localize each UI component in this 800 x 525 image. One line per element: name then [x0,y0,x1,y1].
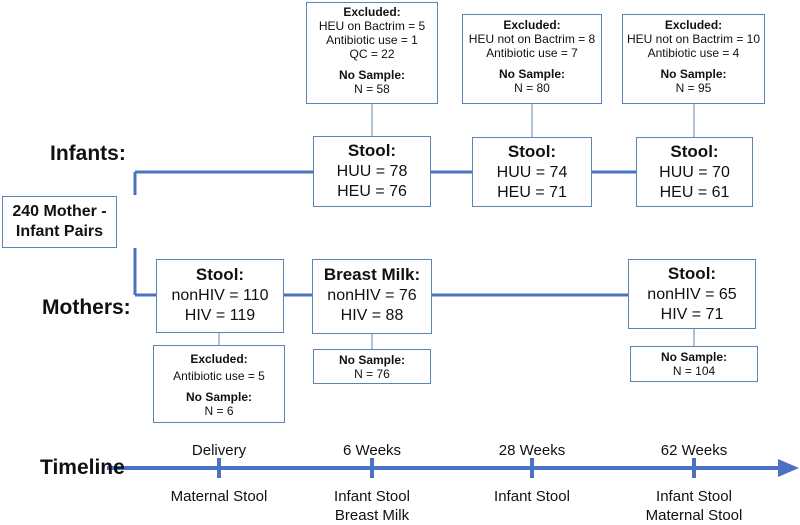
infant-stool-title: Stool: [347,141,397,160]
excluded-line: Antibiotic use = 1 [326,33,418,47]
mother-hiv: HIV = 119 [184,307,256,324]
infant-excluded-box-3: Excluded: HEU not on Bactrim = 10 Antibi… [622,14,765,104]
root-box: 240 Mother - Infant Pairs [2,196,117,248]
no-sample-title: No Sample: [185,390,252,404]
mother-hiv: HIV = 71 [660,306,724,323]
infant-heu: HEU = 76 [337,183,407,200]
mother-box-title: Stool: [667,264,717,283]
sample-label: Maternal Stool [170,488,268,505]
no-sample-value: N = 6 [204,404,234,418]
no-sample-value: N = 80 [514,81,550,95]
timeline-point-62-weeks: 62 Weeks [660,442,728,459]
excluded-title: Excluded: [190,352,248,366]
timeline-sample-delivery: Maternal Stool [149,487,289,506]
no-sample-value: N = 58 [354,82,390,96]
excluded-line: Antibiotic use = 7 [486,46,578,60]
timeline-arrowhead [778,459,799,477]
timeline-sample-6-weeks: Infant Stool Breast Milk [302,487,442,525]
no-sample-title: No Sample: [660,350,727,364]
sample-label: Infant Stool [494,488,570,505]
infant-huu: HUU = 74 [496,164,568,181]
timeline-point-delivery: Delivery [191,442,247,459]
timeline-label: Timeline [40,456,125,479]
sample-label: Breast Milk [334,507,410,524]
mother-excluded-box: Excluded: Antibiotic use = 5 No Sample: … [153,345,285,423]
sample-label: Maternal Stool [645,507,743,524]
mother-no-sample-box-1: No Sample: N = 76 [313,349,431,384]
excluded-title: Excluded: [664,18,723,32]
excluded-line: HEU on Bactrim = 5 [318,19,426,33]
mother-nonhiv: nonHIV = 76 [327,287,417,304]
timeline-sample-62-weeks: Infant Stool Maternal Stool [624,487,764,525]
infant-heu: HEU = 71 [497,184,567,201]
excluded-line: QC = 22 [349,47,395,61]
no-sample-title: No Sample: [338,68,405,82]
infant-stool-title: Stool: [670,142,719,161]
excluded-title: Excluded: [343,5,401,19]
infants-label: Infants: [50,142,126,165]
mother-hiv: HIV = 88 [340,307,404,324]
mother-box-title: Breast Milk: [323,265,421,284]
mother-stool-box-1: Stool: nonHIV = 110 HIV = 119 [156,259,284,333]
infant-stool-title: Stool: [507,142,557,161]
excluded-title: Excluded: [503,18,561,32]
mothers-label: Mothers: [42,296,131,319]
timeline-sample-28-weeks: Infant Stool [462,487,602,506]
excluded-line: Antibiotic use = 5 [173,369,265,383]
excluded-line: HEU not on Bactrim = 8 [468,32,596,46]
infant-stool-box-2: Stool: HUU = 74 HEU = 71 [472,137,592,207]
mother-nonhiv: nonHIV = 110 [171,287,269,304]
infant-huu: HUU = 78 [336,163,408,180]
excluded-line: HEU not on Bactrim = 10 [626,32,761,46]
no-sample-title: No Sample: [338,353,405,367]
mother-stool-box-2: Stool: nonHIV = 65 HIV = 71 [628,259,756,329]
sample-label: Infant Stool [656,488,732,505]
no-sample-title: No Sample: [498,67,565,81]
infant-stool-box-3: Stool: HUU = 70 HEU = 61 [636,137,753,207]
timeline-point-28-weeks: 28 Weeks [498,442,566,459]
no-sample-value: N = 95 [675,81,712,95]
no-sample-value: N = 76 [354,367,390,381]
infant-huu: HUU = 70 [659,164,730,181]
mother-box-title: Stool: [195,265,245,284]
breast-milk-box: Breast Milk: nonHIV = 76 HIV = 88 [312,259,432,334]
infant-heu: HEU = 61 [659,184,730,201]
timeline-point-6-weeks: 6 Weeks [342,442,402,459]
sample-label: Infant Stool [334,488,410,505]
root-line1: 240 Mother - [12,203,107,220]
infant-excluded-box-2: Excluded: HEU not on Bactrim = 8 Antibio… [462,14,602,104]
root-line2: Infant Pairs [15,223,104,240]
mother-nonhiv: nonHIV = 65 [647,286,737,303]
no-sample-title: No Sample: [660,67,727,81]
infant-excluded-box-1: Excluded: HEU on Bactrim = 5 Antibiotic … [306,2,438,104]
mother-no-sample-box-2: No Sample: N = 104 [630,346,758,382]
no-sample-value: N = 104 [672,364,716,378]
infant-stool-box-1: Stool: HUU = 78 HEU = 76 [313,136,431,207]
excluded-line: Antibiotic use = 4 [647,46,740,60]
